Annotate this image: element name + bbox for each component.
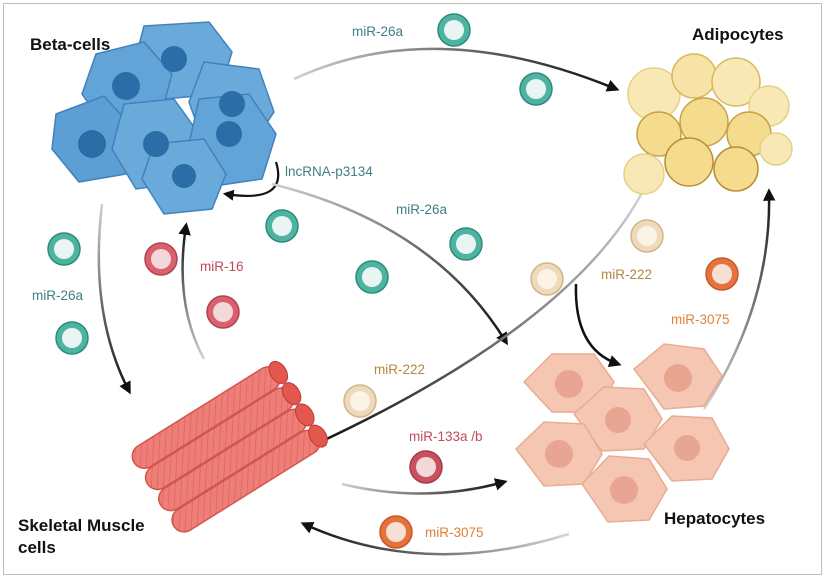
vesicle-orange-1 [705, 257, 739, 291]
arrow-muscle-to-hepatocytes [341, 478, 508, 495]
arrow-beta-to-adipocytes [293, 47, 620, 92]
label-mir133: miR-133a /b [409, 429, 483, 444]
label-hepatocytes: Hepatocytes [664, 509, 765, 528]
label-mir26a-top: miR-26a [352, 24, 404, 39]
label-mir26a-center: miR-26a [396, 202, 448, 217]
label-skeletal-muscle: Skeletal Muscle [18, 516, 145, 535]
arrow-adipocytes-to-muscle [312, 188, 646, 446]
vesicle-orange-2 [379, 515, 413, 549]
vesicle-teal-center2 [449, 227, 483, 261]
arrow-lncrna-loop [222, 161, 280, 201]
label-beta-cells: Beta-cells [30, 35, 110, 54]
arrow-beta-to-hepatocytes [271, 182, 508, 346]
figure-frame: Beta-cells Adipocytes Hepatocytes Skelet… [3, 3, 822, 575]
label-adipocytes: Adipocytes [692, 25, 784, 44]
skeletal-muscle-illustration [131, 360, 328, 533]
vesicle-teal-center1 [265, 209, 299, 243]
arrow-hepatocytes-to-adipocytes [702, 188, 776, 410]
arrow-beta-to-muscle [97, 203, 131, 395]
arrow-to-hepatocytes-short [574, 283, 622, 368]
label-mir3075-right: miR-3075 [671, 312, 730, 327]
vesicle-teal-top [437, 13, 471, 47]
vesicle-tan-1 [630, 219, 664, 253]
label-lncrna: lncRNA-p3134 [285, 164, 373, 179]
hepatocytes-illustration [515, 343, 730, 523]
label-mir222-right: miR-222 [601, 267, 652, 282]
vesicle-red-1 [144, 242, 178, 276]
vesicle-red-2 [206, 295, 240, 329]
vesicle-teal-left1 [47, 232, 81, 266]
vesicle-teal-left2 [55, 321, 89, 355]
arrow-muscle-to-beta [178, 222, 206, 360]
diagram-canvas: Beta-cells Adipocytes Hepatocytes Skelet… [18, 13, 793, 557]
vesicle-teal-top2 [519, 72, 553, 106]
label-mir3075-bottom: miR-3075 [425, 525, 484, 540]
vesicle-tan-3 [343, 384, 377, 418]
label-mir222-center: miR-222 [374, 362, 425, 377]
vesicle-teal-center3 [355, 260, 389, 294]
vesicle-tan-2 [530, 262, 564, 296]
label-mir16: miR-16 [200, 259, 244, 274]
label-skeletal-muscle-cells: cells [18, 538, 56, 557]
vesicle-red-3 [409, 450, 443, 484]
adipocytes-illustration [623, 53, 793, 195]
beta-cells-illustration [51, 21, 277, 215]
label-mir26a-left: miR-26a [32, 288, 84, 303]
arrow-hepatocytes-to-muscle [300, 521, 570, 556]
